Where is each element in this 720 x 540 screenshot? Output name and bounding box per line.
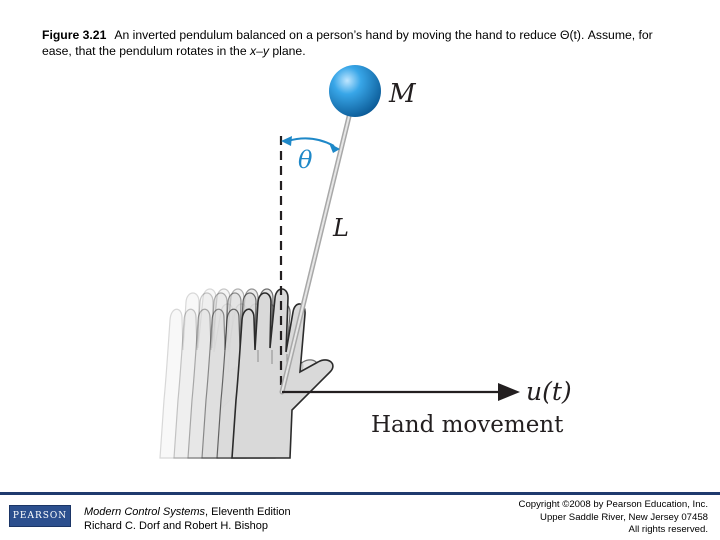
caption-text-2-post: plane. <box>268 44 306 58</box>
angle-arrow <box>281 136 340 153</box>
book-authors: Richard C. Dorf and Robert H. Bishop <box>84 520 269 532</box>
caption-line-1: Figure 3.21 An inverted pendulum balanced… <box>42 27 682 43</box>
length-label: L <box>332 214 349 242</box>
mass-label: M <box>388 79 417 109</box>
copyright-line-2: Upper Saddle River, New Jersey 07458 <box>540 511 708 523</box>
book-title: Modern Control Systems <box>84 506 206 518</box>
caption-text-2-pre: ease, that the pendulum rotates in the <box>42 44 251 58</box>
copyright-notice: Copyright ©2008 by Pearson Education, In… <box>519 499 708 537</box>
input-label: u(t) <box>526 377 572 406</box>
copyright-line-3: All rights reserved. <box>628 524 708 535</box>
figure-caption: Figure 3.21 An inverted pendulum balanced… <box>42 27 682 59</box>
caption-plane: x–y <box>250 44 269 58</box>
angle-label: θ <box>298 146 313 174</box>
figure-label: Figure 3.21 <box>42 28 107 42</box>
hand <box>231 288 334 459</box>
copyright-line-1: Copyright ©2008 by Pearson Education, In… <box>518 499 708 510</box>
movement-arrow <box>282 383 520 401</box>
caption-text-1: An inverted pendulum balanced on a perso… <box>114 28 653 42</box>
pendulum-mass <box>329 65 381 117</box>
book-info: Modern Control Systems, Eleventh Edition… <box>84 505 291 533</box>
hand-movement-label: Hand movement <box>371 412 564 438</box>
caption-line-2: ease, that the pendulum rotates in the x… <box>42 43 682 59</box>
book-title-line: Modern Control Systems, Eleventh Edition <box>84 505 291 519</box>
pendulum-diagram: M θ L u(t) Hand movement <box>159 65 572 459</box>
book-edition: , Eleventh Edition <box>205 506 291 518</box>
pearson-logo: PEARSON <box>9 505 71 527</box>
footer-divider <box>0 492 720 495</box>
